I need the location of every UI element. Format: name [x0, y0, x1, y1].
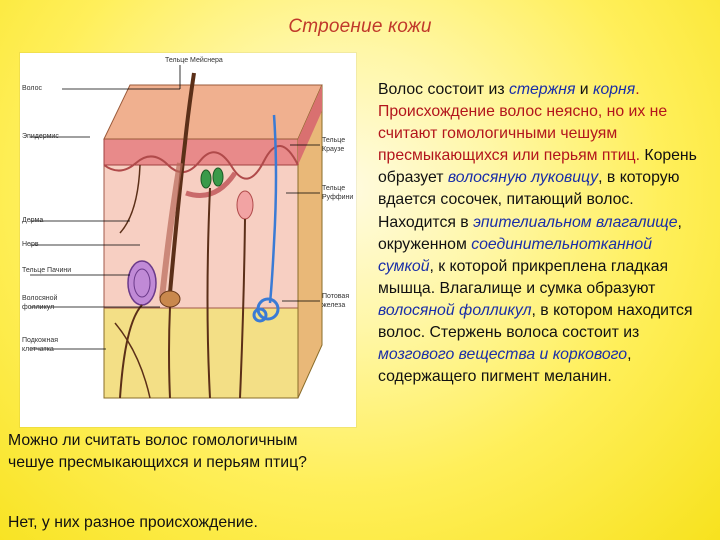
label-sweat-line2: железа — [322, 302, 346, 309]
origin-note: . Происхождение волос неясно, но их не с… — [378, 81, 668, 165]
label-nerve: Нерв — [22, 241, 39, 248]
text-segment: , в котором находится волос. Стержень во… — [378, 301, 693, 342]
term-hair-bulb: волосяную луковицу — [447, 169, 599, 187]
label-follicle-line1: Волосяной — [22, 295, 58, 302]
label-hair: Волос — [22, 85, 42, 92]
label-epidermis: Эпидермис — [22, 133, 59, 140]
label-dermis: Дерма — [22, 217, 44, 224]
term-shaft: стержня — [508, 81, 576, 98]
answer-text: Нет, у них разное происхождение. — [8, 514, 258, 531]
text-segment: , окруженном — [378, 213, 682, 253]
skin-structure-figure: Тельце Мейснера Волос Эпидермис Дерма Не… — [20, 53, 356, 427]
label-krause-line1: Тельце — [322, 137, 346, 144]
term-root: корня — [593, 81, 636, 98]
term-hair-follicle: волосяной фолликул — [378, 301, 532, 319]
label-subcutis-line2: клетчатка — [22, 346, 54, 353]
text-segment: Волос состоит из — [378, 81, 509, 98]
label-ruffini-line2: Руффини — [322, 194, 354, 201]
term-medulla-cortex: мозгового вещества и коркового — [378, 346, 628, 364]
text-segment: , в которую вдается сосочек, питающий во… — [378, 169, 680, 231]
text-segment: , к которой прикреплена гладкая мышца. В… — [378, 257, 669, 297]
slide-title: Строение кожи — [288, 16, 432, 37]
skin-cross-section-illustration — [30, 65, 323, 399]
label-sweat-line1: Потовая — [322, 293, 350, 300]
text-segment: Корень образует — [378, 147, 697, 187]
label-meissner: Тельце Мейснера — [165, 57, 223, 64]
label-subcutis-line1: Подкожная — [22, 337, 59, 344]
label-ruffini-line1: Тельце — [322, 185, 346, 192]
label-krause-line2: Краузе — [322, 146, 345, 153]
explanation-text: Волос состоит из стержня и корня. Происх… — [378, 79, 708, 388]
label-follicle-line2: фолликул — [22, 304, 55, 311]
label-pacini: Тельце Пачини — [22, 267, 72, 274]
text-segment: и — [575, 81, 594, 98]
text-segment: , содержащего пигмент меланин. — [378, 346, 632, 386]
term-connective-capsule: соединительнотканной сумкой — [378, 235, 652, 275]
term-epithelial-sheath: эпителиальном влагалище — [473, 213, 678, 231]
question-text: Можно ли считать волос гомологичным чешу… — [8, 432, 307, 471]
